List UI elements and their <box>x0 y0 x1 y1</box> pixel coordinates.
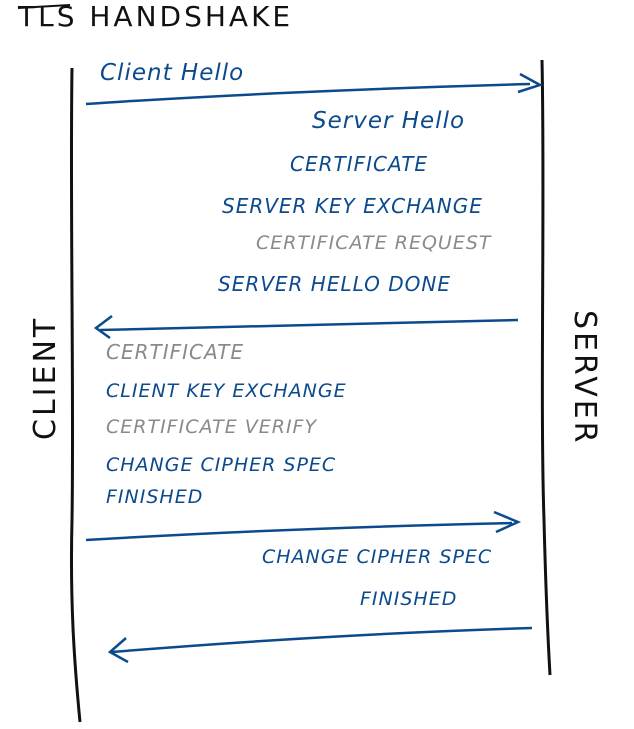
arrow-client-hello <box>85 82 531 106</box>
msg-client-change-cipher-spec: CHANGE CIPHER SPEC <box>106 454 337 476</box>
msg-client-key-exchange: CLIENT KEY EXCHANGE <box>106 380 347 402</box>
msg-certificate-request: CERTIFICATE REQUEST <box>256 232 492 254</box>
title-underline <box>17 4 71 9</box>
msg-server-key-exchange: SERVER KEY EXCHANGE <box>222 194 483 218</box>
msg-server-certificate: CERTIFICATE <box>290 152 429 176</box>
msg-server-finished: FINISHED <box>360 588 458 610</box>
arrowhead-client-hello <box>517 72 544 94</box>
arrow-server-flight <box>99 318 519 332</box>
arrowhead-server-flight <box>93 315 113 340</box>
msg-client-finished: FINISHED <box>106 486 204 508</box>
arrowhead-client-finished <box>493 510 522 534</box>
arrow-client-finished <box>85 521 513 542</box>
arrow-server-finished <box>111 626 533 654</box>
client-label: CLIENT <box>28 315 63 440</box>
msg-certificate-verify: CERTIFICATE VERIFY <box>106 416 318 438</box>
client-lifeline <box>69 67 82 723</box>
server-lifeline <box>540 59 552 676</box>
server-label: SERVER <box>567 310 602 446</box>
msg-server-hello-done: SERVER HELLO DONE <box>218 272 451 296</box>
arrowhead-server-finished <box>107 637 129 664</box>
msg-client-hello: Client Hello <box>100 60 245 86</box>
msg-client-certificate: CERTIFICATE <box>106 340 245 364</box>
msg-server-change-cipher-spec: CHANGE CIPHER SPEC <box>262 546 493 568</box>
msg-server-hello: Server Hello <box>312 108 466 134</box>
diagram-title: TLS HANDSHAKE <box>18 0 294 33</box>
